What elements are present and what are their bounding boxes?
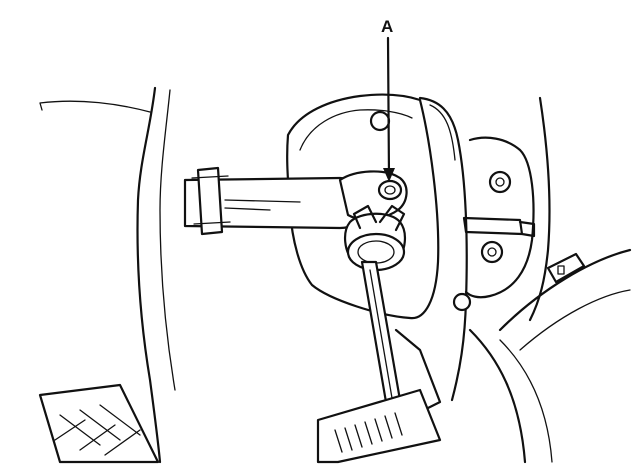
left-pedal-pad-pattern [54,404,141,456]
joint-bolt [377,179,403,201]
shaft-highlight-2 [224,207,271,211]
shaft-clamp [196,166,224,236]
right-mount-bolt-lower [480,240,504,264]
dash-panel-outline [39,100,151,113]
pedal-support-inner [429,104,456,161]
callout-a-arrowhead [383,168,395,182]
shaft-clamp-band [191,175,231,225]
brake-pedal-pad [316,388,442,464]
right-mount-bolt-lower-inner [487,247,497,257]
callout-a-label: A [381,17,393,36]
right-mount-bolt-upper-inner [495,177,505,187]
bracket-bolt-hole-top [369,110,391,132]
brake-pedal-pad-grooves [334,412,403,453]
far-right-lower-panel [498,248,632,332]
right-mount-bolt-bottom [452,292,472,312]
floor-tunnel-curve [468,328,527,464]
intermediate-shaft-line [369,269,393,399]
joint-bolt-inner [384,185,396,195]
bracket-inner-edge [299,109,413,151]
left-pillar-outline [136,86,162,464]
right-mount-bracket [464,136,535,299]
floor-tunnel-curve-2 [499,339,553,463]
right-mount-bolt-upper [488,170,512,194]
far-right-lower-panel-2 [519,289,631,351]
right-mount-stud [462,216,536,238]
brake-pedal-arm [394,328,442,414]
callout-a-leader [386,36,391,180]
left-pillar-inner [159,89,176,391]
far-right-strap-slot [557,265,565,275]
lower-joint-yoke-arms [352,204,406,232]
far-right-strap [546,252,586,284]
pedal-support-outer [418,96,468,402]
shaft-highlight [224,199,301,203]
